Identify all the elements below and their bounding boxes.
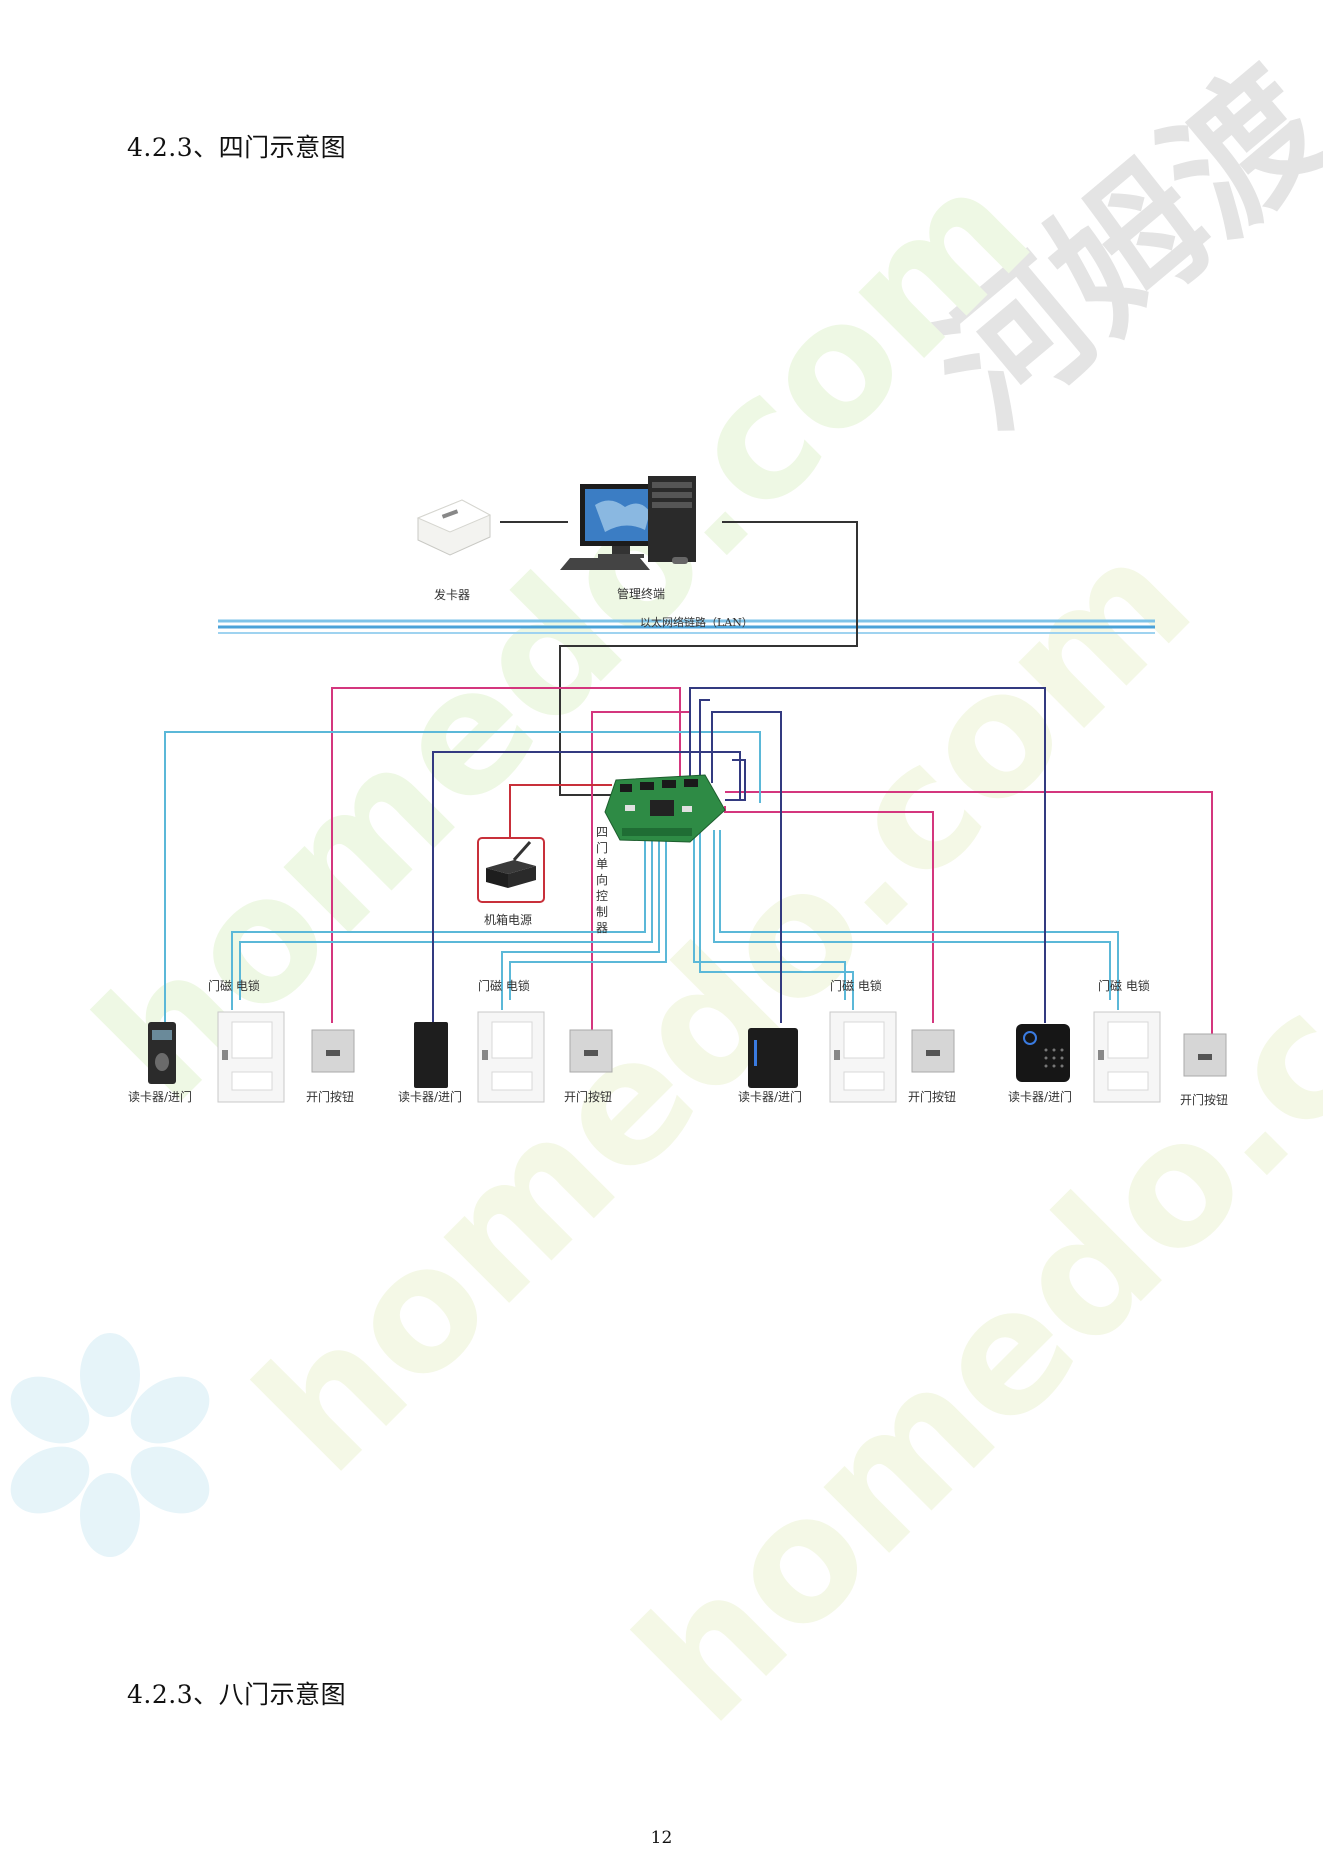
door-group-2: 门磁 电锁 读卡器/进门 开门按钮 [398,978,613,1104]
exit-button-label: 开门按钮 [1180,1092,1228,1107]
door-icon [217,1011,285,1103]
power-supply-icon [477,837,545,903]
computer-icon [560,476,696,570]
lock-label: 门磁 电锁 [478,978,530,993]
exit-button-icon [911,1029,955,1073]
lock-label: 门磁 电锁 [1098,978,1150,993]
fingerprint-reader-icon [148,1022,176,1084]
reader-label: 读卡器/进门 [398,1089,462,1104]
card-reader-icon [414,1022,448,1088]
controller-label-char-2: 单 [596,857,608,871]
lock-label: 门磁 电锁 [830,978,882,993]
controller-label-char-3: 向 [596,872,608,887]
door-icon [477,1011,545,1103]
controller-label-char-1: 门 [596,840,608,855]
controller-label-char-6: 器 [596,921,608,935]
door-icon [1093,1011,1161,1103]
exit-button-label: 开门按钮 [306,1089,354,1104]
exit-button-icon [1183,1033,1227,1077]
exit-button-icon [311,1029,355,1073]
controller-label-char-4: 控 [596,889,608,903]
door-group-3: 门磁 电锁 读卡器/进门 开门按钮 [738,978,956,1104]
door-icon [829,1011,897,1103]
controller-label-char-5: 制 [596,905,608,919]
card-reader-icon [748,1028,798,1088]
exit-button-icon [569,1029,613,1073]
watermark-flower-logo [10,1333,210,1557]
reader-label: 读卡器/进门 [738,1089,802,1104]
card-issuer-icon [416,499,492,556]
section-heading-eight-door: 4.2.3、八门示意图 [127,1680,347,1709]
reader-label: 读卡器/进门 [1008,1089,1072,1104]
lock-label: 门磁 电锁 [208,978,260,993]
controller-label-char-0: 四 [596,825,608,839]
terminal-label: 管理终端 [617,586,665,601]
controller-wires [164,687,1213,1052]
power-supply-label: 机箱电源 [484,912,532,927]
keypad-reader-icon [1016,1024,1070,1082]
lan-label: 以太网络链路（LAN） [640,615,753,629]
controller-board-icon [604,774,726,843]
exit-button-label: 开门按钮 [564,1089,612,1104]
door-group-1: 门磁 电锁 读卡器/进门 开门按钮 [128,978,355,1104]
reader-label: 读卡器/进门 [128,1089,192,1104]
door-group-4: 门磁 电锁 读卡器/进门 开门按钮 [1008,978,1228,1107]
network-wires [500,521,858,796]
card-issuer-label: 发卡器 [434,587,470,602]
page-number: 12 [650,1828,673,1848]
section-heading-four-door: 4.2.3、四门示意图 [127,133,347,162]
lan-bus [218,619,1155,634]
exit-button-label: 开门按钮 [908,1089,956,1104]
